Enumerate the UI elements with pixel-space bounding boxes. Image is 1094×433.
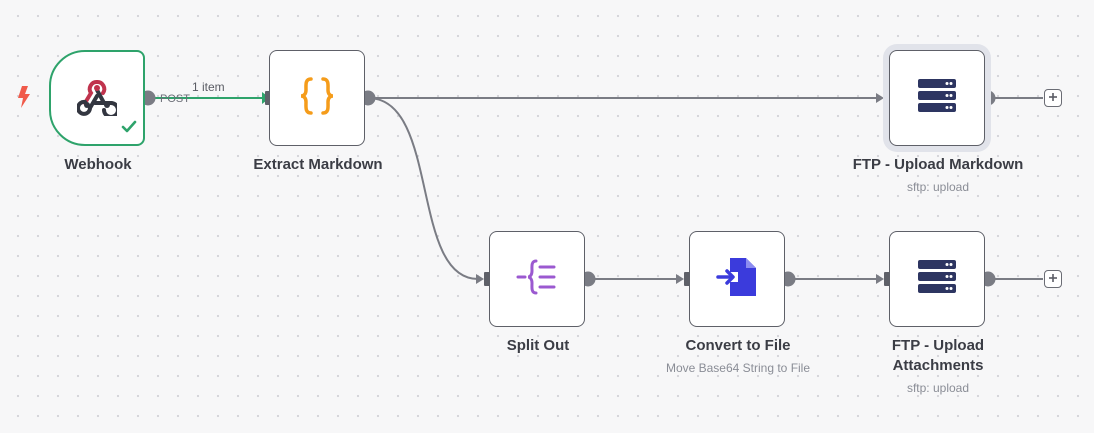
node-extract-markdown[interactable] (269, 50, 365, 146)
plus-icon (1048, 89, 1058, 107)
split-out-icon (516, 257, 558, 302)
add-node-button[interactable] (1044, 89, 1062, 107)
server-icon (916, 76, 958, 121)
node-convert-to-file[interactable] (689, 231, 785, 327)
node-title: Split Out (506, 337, 570, 354)
node-subtitle: sftp: upload (906, 381, 970, 395)
node-title: Convert to File (685, 337, 791, 354)
connection-arrowhead (676, 274, 684, 284)
plus-icon (1048, 270, 1058, 288)
file-import-icon (716, 256, 758, 303)
connection-arrowhead (476, 274, 484, 284)
trigger-bolt-icon (15, 85, 33, 114)
node-title: Webhook (64, 156, 132, 173)
node-subtitle: Move Base64 String to File (665, 361, 811, 375)
server-icon (916, 257, 958, 302)
node-ftp-upload-markdown[interactable] (889, 50, 985, 146)
connection-extract-split (367, 97, 479, 280)
node-title: FTP - Upload Markdown (852, 156, 1024, 173)
connection-item-count: 1 item (192, 80, 225, 94)
node-subtitle: sftp: upload (906, 180, 970, 194)
node-title-line-2: Attachments (892, 357, 984, 374)
success-check-icon (121, 120, 137, 139)
node-webhook[interactable] (49, 50, 145, 146)
node-split-out[interactable] (489, 231, 585, 327)
code-braces-icon (297, 75, 337, 122)
connection-arrowhead (876, 93, 884, 103)
connection-arrowhead (876, 274, 884, 284)
node-ftp-upload-attachments[interactable] (889, 231, 985, 327)
add-node-button[interactable] (1044, 270, 1062, 288)
node-title: Extract Markdown (253, 156, 383, 173)
webhook-icon (76, 76, 120, 121)
node-title-line-1: FTP - Upload (891, 337, 985, 354)
connection-method-label: POST (160, 93, 190, 105)
